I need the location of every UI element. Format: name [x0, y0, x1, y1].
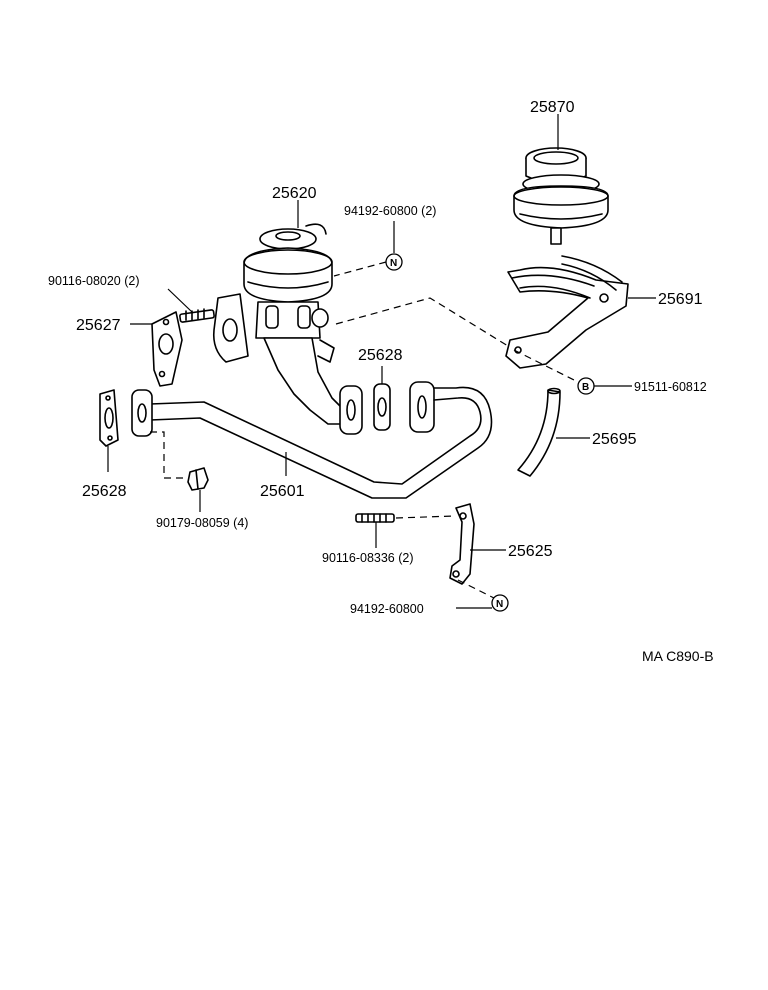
egr-pipe-icon [131, 381, 493, 499]
label-25625: 25625 [508, 543, 553, 560]
symbol-n-lower: N [496, 599, 503, 610]
stud-bolt-icon [355, 513, 395, 523]
gasket-icon [373, 383, 391, 431]
egr-valve-icon [212, 223, 347, 425]
gasket-icon [151, 311, 183, 387]
label-94192-60800: 94192-60800 [350, 602, 424, 616]
label-25695: 25695 [592, 431, 637, 448]
label-25620: 25620 [272, 185, 317, 202]
diagram-code: MA C890-B [642, 648, 714, 664]
label-25870: 25870 [530, 99, 575, 116]
n-symbol-icon [385, 253, 403, 271]
symbol-b: B [582, 382, 589, 393]
gasket-icon [99, 389, 119, 447]
label-90116-08020: 90116-08020 (2) [48, 274, 140, 288]
label-90116-08336: 90116-08336 (2) [322, 551, 414, 565]
label-94192-60800-2: 94192-60800 (2) [344, 204, 436, 218]
stud-bolt-icon [179, 308, 215, 323]
label-25628-upper: 25628 [358, 347, 403, 364]
vacuum-switching-valve-icon [513, 147, 609, 245]
bracket-icon [505, 255, 629, 369]
label-25601: 25601 [260, 483, 305, 500]
nut-icon [187, 467, 209, 491]
label-25691: 25691 [658, 291, 703, 308]
label-91511-60812: 91511-60812 [634, 380, 707, 394]
label-25628-lower: 25628 [82, 483, 127, 500]
label-90179-08059: 90179-08059 (4) [156, 516, 248, 530]
n-symbol-icon [491, 594, 509, 612]
hose-icon [517, 387, 561, 477]
symbol-n-upper: N [390, 258, 397, 269]
label-25627: 25627 [76, 317, 121, 334]
bracket-icon [449, 503, 475, 585]
